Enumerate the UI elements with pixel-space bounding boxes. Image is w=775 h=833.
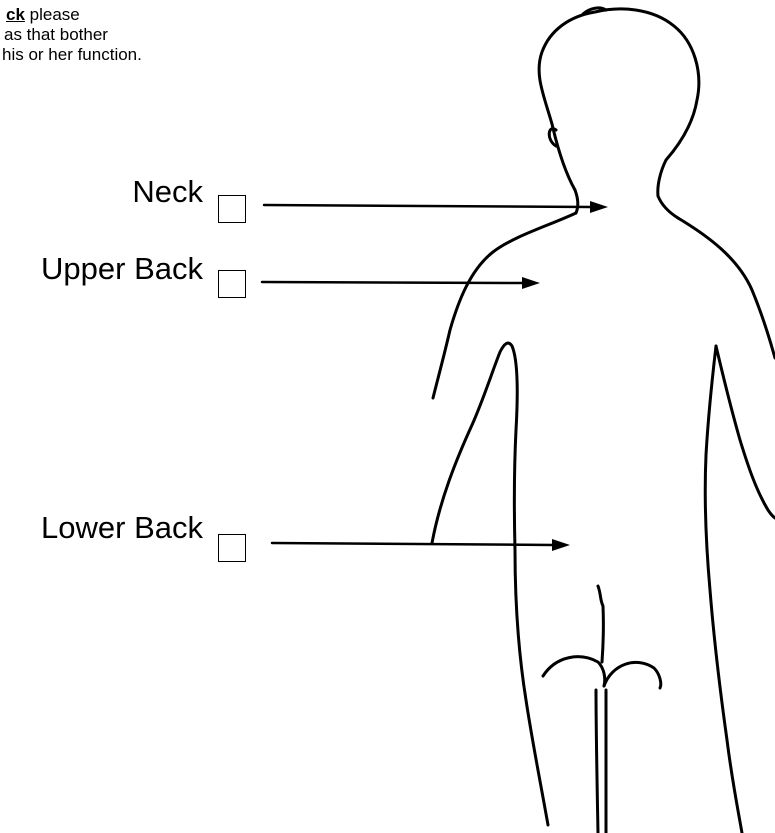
pointer-arrows	[262, 201, 608, 551]
neck-checkbox[interactable]	[218, 195, 246, 223]
lower-back-checkbox[interactable]	[218, 534, 246, 562]
neck-arrow-line	[264, 205, 592, 207]
neck-label: Neck	[132, 174, 203, 210]
left-torso-outline	[432, 343, 548, 825]
buttocks-outline	[543, 657, 605, 686]
right-torso-outline	[716, 346, 775, 518]
right-body-outline	[705, 346, 742, 833]
neck-arrowhead-icon	[590, 201, 608, 213]
right-shoulder-outline	[678, 218, 775, 358]
buttocks-right-outline	[604, 662, 661, 688]
upper-back-arrowhead-icon	[522, 277, 540, 289]
neck-right	[658, 196, 678, 218]
lower-back-label: Lower Back	[41, 510, 203, 546]
upper-back-label: Upper Back	[41, 251, 203, 287]
inner-leg-left	[596, 690, 598, 833]
head-outline	[539, 9, 699, 196]
lower-back-arrow-line	[272, 543, 554, 545]
body-figure-icon	[432, 8, 775, 833]
upper-back-arrow-line	[262, 282, 524, 283]
neck-left	[575, 190, 578, 213]
upper-back-checkbox[interactable]	[218, 270, 246, 298]
lower-back-arrowhead-icon	[552, 539, 570, 551]
spine-mark	[598, 586, 603, 662]
left-shoulder-outline	[433, 213, 576, 398]
